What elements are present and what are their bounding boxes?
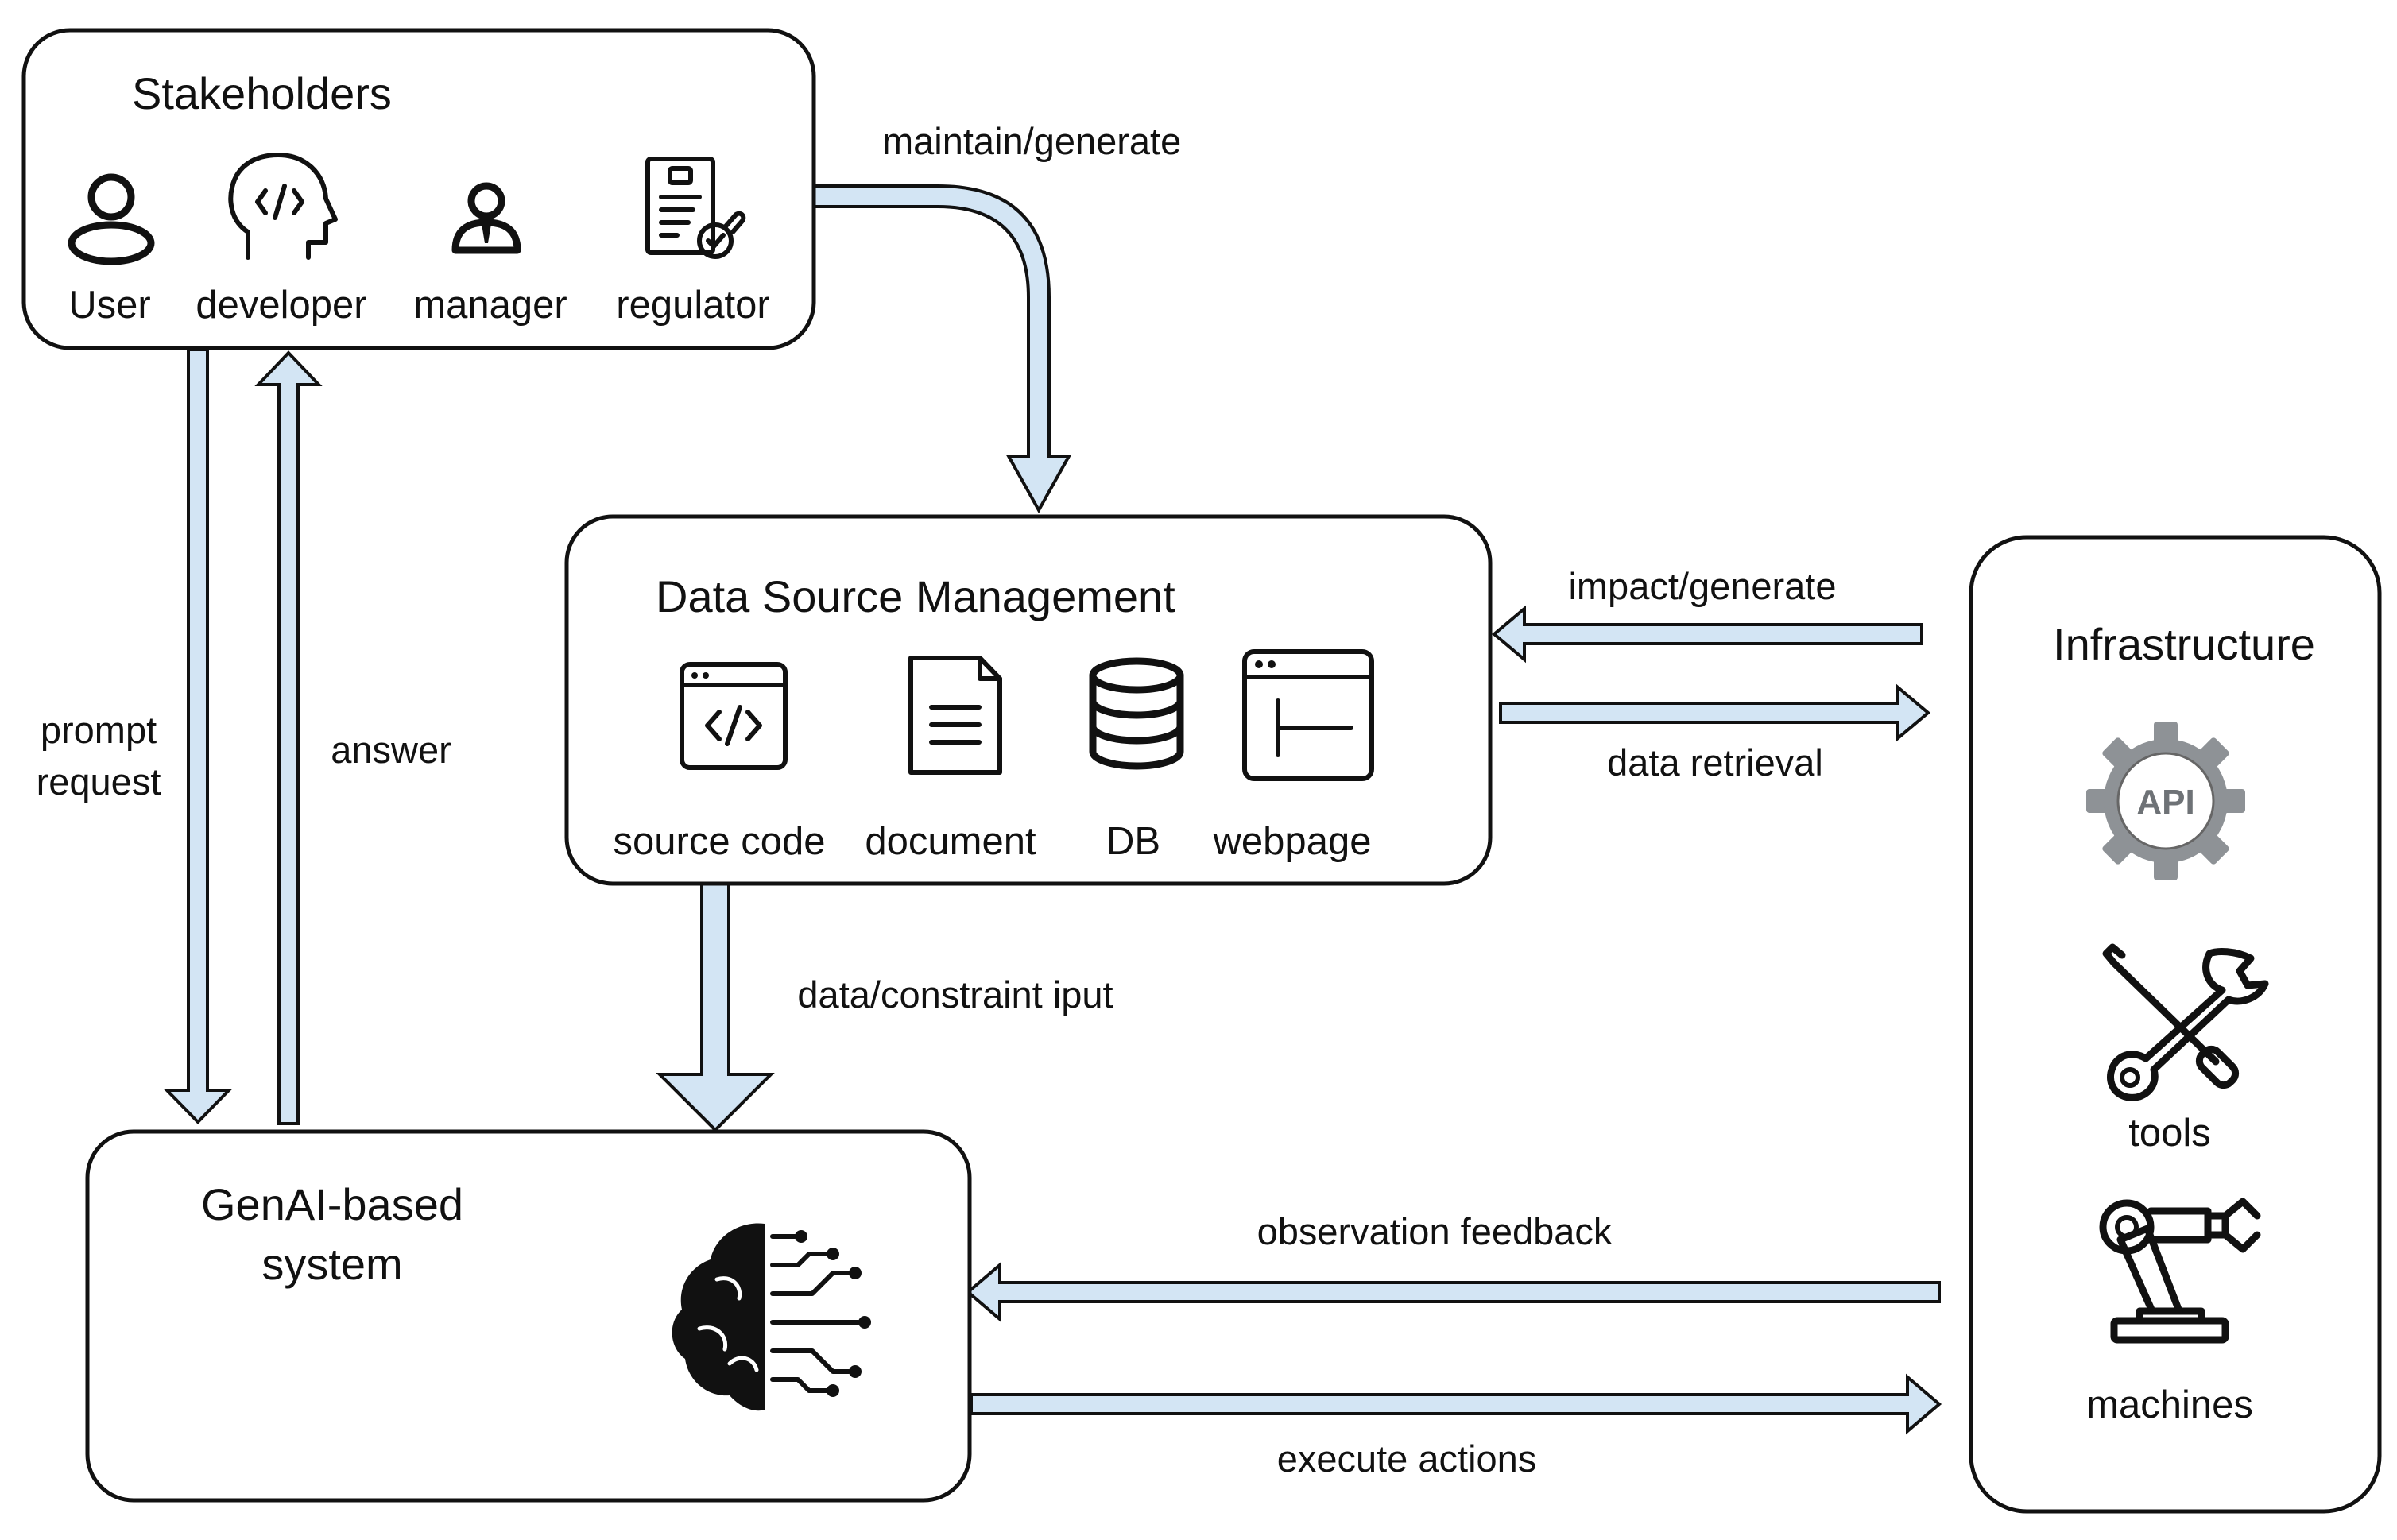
stakeholder-label-developer: developer	[196, 284, 366, 327]
webpage-icon	[1242, 649, 1374, 781]
observation-feedback-arrow	[965, 1261, 1941, 1323]
impact-generate-arrow	[1491, 605, 1923, 664]
api-gear-icon: API	[2086, 722, 2245, 880]
source-code-icon	[680, 662, 788, 770]
stakeholder-label-user: User	[68, 284, 150, 327]
edge-label-data-constraint-input: data/constraint iput	[797, 973, 1113, 1016]
infrastructure-label-machines: machines	[2086, 1383, 2253, 1426]
edge-label-prompt-line2: request	[37, 760, 161, 803]
data-source-label-document: document	[865, 820, 1036, 863]
edge-label-execute-actions: execute actions	[1277, 1437, 1537, 1480]
data-source-label-webpage: webpage	[1213, 820, 1372, 863]
user-icon	[68, 173, 155, 265]
robot-arm-icon	[2099, 1198, 2261, 1344]
edge-label-data-retrieval: data retrieval	[1607, 741, 1823, 784]
manager-icon	[451, 182, 521, 254]
database-icon	[1089, 657, 1184, 770]
document-icon	[908, 656, 1002, 775]
genai-system-box: GenAI-based system	[85, 1129, 972, 1503]
data-retrieval-arrow	[1499, 683, 1931, 742]
data-source-title: Data Source Management	[656, 571, 1175, 621]
stakeholders-box: Stakeholders User developer manager	[21, 28, 816, 350]
data-source-label-db: DB	[1106, 820, 1160, 863]
maintain-generate-arrow	[811, 184, 1072, 514]
edge-label-impact-generate: impact/generate	[1568, 565, 1836, 607]
genai-title-line2: system	[261, 1239, 402, 1289]
ai-brain-icon	[672, 1223, 871, 1411]
prompt-request-arrow	[163, 348, 233, 1124]
data-constraint-input-arrow	[656, 882, 775, 1132]
execute-actions-arrow	[970, 1373, 1942, 1435]
stakeholder-label-manager: manager	[413, 284, 567, 327]
edge-label-observation-feedback: observation feedback	[1257, 1210, 1613, 1252]
infrastructure-title: Infrastructure	[2053, 619, 2315, 669]
edge-label-answer: answer	[331, 729, 451, 771]
regulator-clipboard-icon	[645, 157, 746, 259]
tools-icon	[2102, 943, 2269, 1101]
developer-head-icon	[228, 153, 338, 260]
infrastructure-box: Infrastructure API	[1969, 535, 2382, 1514]
stakeholder-label-regulator: regulator	[616, 284, 769, 327]
stakeholders-title: Stakeholders	[132, 68, 392, 118]
edge-label-prompt-line1: prompt	[41, 709, 157, 751]
answer-arrow	[254, 350, 323, 1125]
genai-title-line1: GenAI-based	[201, 1179, 463, 1229]
edge-label-maintain-generate: maintain/generate	[882, 120, 1181, 162]
data-source-management-box: Data Source Management source code docum…	[564, 514, 1493, 886]
infrastructure-label-tools: tools	[2128, 1112, 2211, 1155]
api-icon-text: API	[2136, 783, 2194, 822]
data-source-label-source-code: source code	[614, 820, 826, 863]
